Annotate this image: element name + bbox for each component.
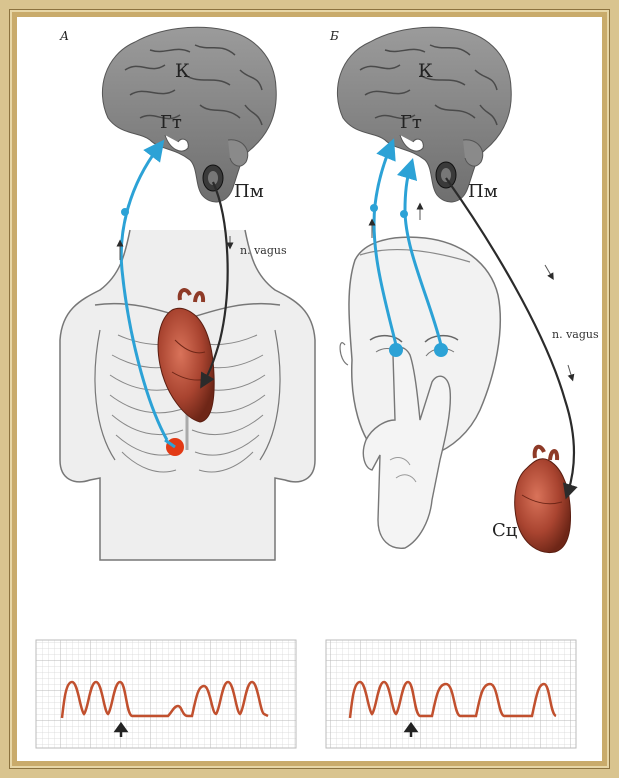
ecg-strip-a [36, 640, 296, 748]
panel-b-letter: Б [329, 29, 339, 43]
panel-a: А К Гт Пм [59, 27, 315, 560]
panel-b: Б К Гт Пм [329, 27, 599, 552]
afferent-node-b-left [370, 204, 378, 212]
vagus-direction-arrow-b [545, 265, 552, 277]
eye-receptor-left [389, 343, 403, 357]
hypothalamus-label-a: Гт [160, 112, 182, 133]
brain-b [337, 27, 511, 202]
hypothalamus-label-b: Гт [400, 112, 422, 133]
brain-a [102, 27, 276, 202]
afferent-node-a [121, 208, 129, 216]
vagus-label-a: n. vagus [240, 244, 287, 257]
afferent-node-b-right [400, 210, 408, 218]
heart-label-b: Сц [492, 520, 518, 541]
medulla-label-a: Пм [234, 181, 264, 202]
heart-b [515, 447, 571, 553]
vagus-label-b: n. vagus [552, 328, 599, 341]
vagus-direction-arrow-b2 [568, 365, 572, 378]
ecg-strip-b [326, 640, 576, 748]
cortex-label-a: К [175, 60, 190, 82]
eye-receptor-right [434, 343, 448, 357]
cortex-label-b: К [418, 60, 433, 82]
medulla-label-b: Пм [468, 181, 498, 202]
panel-a-letter: А [59, 29, 69, 43]
